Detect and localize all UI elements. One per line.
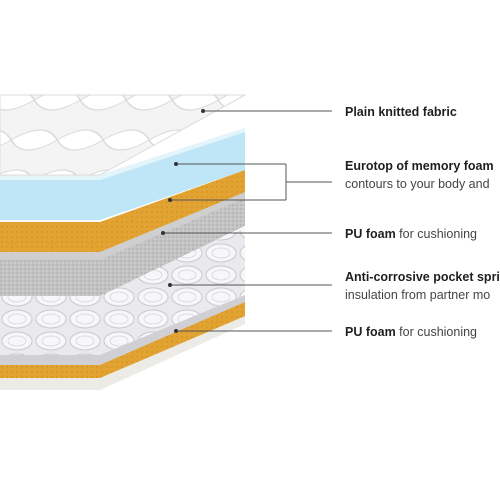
orange-foam-layer xyxy=(0,170,245,252)
label-pu-foam-top: PU foam for cushioning xyxy=(345,225,477,243)
label-eurotop-memory-foam: Eurotop of memory foam contours to your … xyxy=(345,157,494,193)
label-title: Anti-corrosive pocket spri xyxy=(345,270,500,284)
label-pocket-springs: Anti-corrosive pocket spri insulation fr… xyxy=(345,268,500,304)
label-rest: for cushioning xyxy=(395,325,478,339)
label-description: contours to your body and xyxy=(345,177,490,191)
knitted-fabric-layer xyxy=(0,94,246,176)
memory-foam-layer xyxy=(0,128,245,220)
leader-lines xyxy=(163,110,332,332)
label-title: Plain knitted fabric xyxy=(345,105,457,119)
label-pu-foam-bottom: PU foam for cushioning xyxy=(345,323,477,341)
pocket-springs-layer xyxy=(0,228,245,365)
leader-dots xyxy=(161,109,205,333)
pu-foam-top-layer xyxy=(0,190,245,296)
label-title: Eurotop of memory foam xyxy=(345,159,494,173)
label-plain-knitted-fabric: Plain knitted fabric xyxy=(345,103,457,121)
label-title: PU foam xyxy=(345,325,396,339)
label-rest: for cushioning xyxy=(395,227,478,241)
label-description: insulation from partner mo xyxy=(345,288,491,302)
label-title: PU foam xyxy=(345,227,396,241)
